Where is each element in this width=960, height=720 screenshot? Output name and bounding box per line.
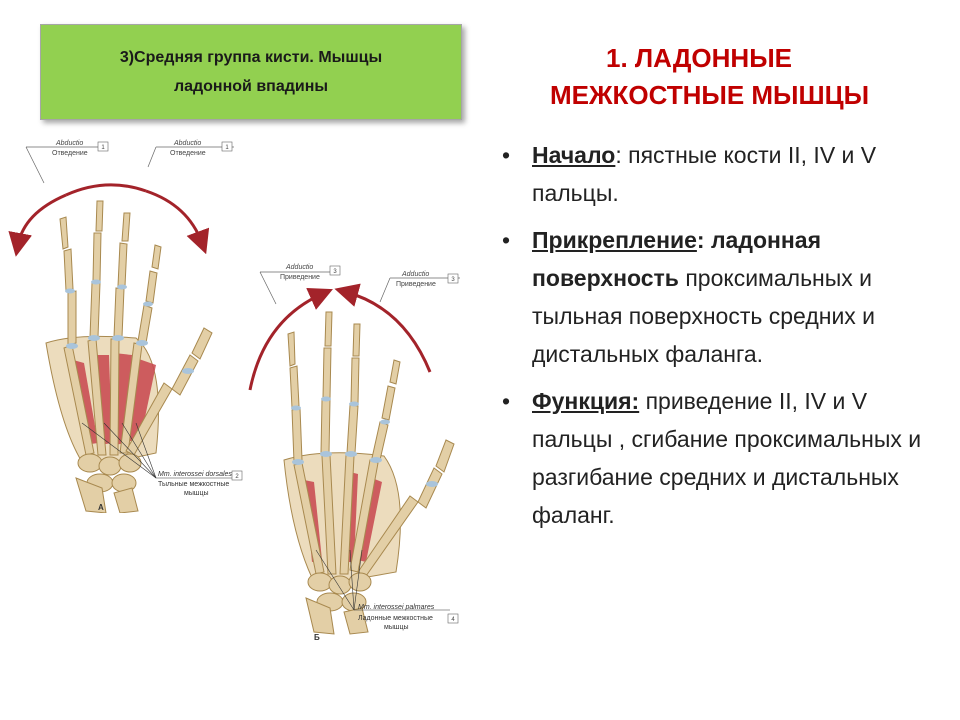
figure-b-letter: Б bbox=[314, 633, 320, 642]
figure-a-muscle-lat: Mm. interossei dorsales bbox=[158, 471, 232, 478]
bullet-function-text: приведение II, IV и V пальцы , сгибание … bbox=[532, 388, 922, 528]
section-header-line1: 3)Средняя группа кисти. Мышцы bbox=[119, 49, 383, 66]
figure-b-left-label-lat: Adductio bbox=[285, 264, 313, 271]
abduction-arrow-right bbox=[145, 189, 210, 255]
dorsal-interossei-figure: 1 Abductio Отведение 1 Abductio Отведени… bbox=[8, 140, 243, 513]
bullet-list: • Начало: пястные кости II, IV и V пальц… bbox=[500, 136, 950, 543]
bullet-marker: • bbox=[502, 142, 511, 168]
bullet-origin-label: Начало bbox=[532, 142, 616, 168]
abduction-arc-top bbox=[65, 183, 147, 197]
figure-a-left-label-ru: Отведение bbox=[52, 150, 88, 157]
figure-b-box-number-2: 3 bbox=[451, 277, 455, 283]
hand-skeleton-a bbox=[45, 200, 213, 513]
slide-title: 1. ЛАДОННЫЕ МЕЖКОСТНЫЕ МЫШЦЫ bbox=[510, 40, 940, 114]
figure-a-left-label-lat: Abductio bbox=[55, 140, 83, 147]
figure-b-left-label-ru: Приведение bbox=[280, 274, 320, 281]
figure-a-muscle-ru1: Тыльные межкостные bbox=[158, 481, 229, 488]
adduction-arrow-left bbox=[248, 287, 333, 391]
figure-a-box-number-2: 1 bbox=[225, 145, 229, 151]
figure-b-box-number: 3 bbox=[333, 269, 337, 275]
slide-title-line2: МЕЖКОСТНЫЕ МЫШЦЫ bbox=[550, 80, 870, 110]
palmar-interossei-figure: 3 Adductio Приведение 3 Adductio Приведе… bbox=[248, 264, 460, 642]
slide-title-line1: 1. ЛАДОННЫЕ bbox=[606, 43, 792, 73]
figure-b-muscle-lat: Mm. interossei palmares bbox=[358, 604, 435, 611]
bullet-function-label: Функция: bbox=[532, 388, 640, 414]
bullet-function: • Функция: приведение II, IV и V пальцы … bbox=[500, 382, 950, 534]
figure-a-muscle-ru2: мышцы bbox=[184, 490, 209, 497]
bullet-origin-text: : пястные кости II, IV и V пальцы. bbox=[532, 142, 877, 206]
abduction-arrow-left bbox=[8, 193, 67, 257]
figure-b-right-label-lat: Adductio bbox=[401, 271, 429, 278]
figure-a-muscle-number: 2 bbox=[235, 474, 239, 480]
figure-a-right-label-lat: Abductio bbox=[173, 140, 201, 147]
figure-b-muscle-ru1: Ладонные межкостные bbox=[358, 615, 433, 622]
figure-b-muscle-number: 4 bbox=[451, 617, 455, 623]
section-header-text: 3)Средняя группа кисти. Мышцы ладонной в… bbox=[120, 43, 382, 101]
bullet-marker: • bbox=[502, 388, 511, 414]
bullet-insertion: • Прикрепление: ладонная поверхность про… bbox=[500, 221, 950, 373]
figure-b-right-label-ru: Приведение bbox=[396, 281, 436, 288]
bullet-marker: • bbox=[502, 227, 511, 253]
figure-a-letter: А bbox=[98, 503, 104, 512]
hand-skeleton-b bbox=[283, 311, 455, 635]
section-header-box: 3)Средняя группа кисти. Мышцы ладонной в… bbox=[40, 24, 462, 120]
bullet-insertion-label: Прикрепление bbox=[532, 227, 697, 253]
bullet-insertion-text: проксимальных и тыльная поверхность сред… bbox=[532, 265, 876, 367]
section-header-line2: ладонной впадины bbox=[173, 78, 329, 95]
figure-a-box-number: 1 bbox=[101, 145, 105, 151]
figure-a-right-label-ru: Отведение bbox=[170, 150, 206, 157]
bullet-origin: • Начало: пястные кости II, IV и V пальц… bbox=[500, 136, 950, 212]
adduction-arrow-right bbox=[334, 283, 432, 373]
figure-b-muscle-ru2: мышцы bbox=[384, 624, 409, 631]
bullet-insertion-bold-text: : ладонная поверхность bbox=[532, 227, 821, 291]
